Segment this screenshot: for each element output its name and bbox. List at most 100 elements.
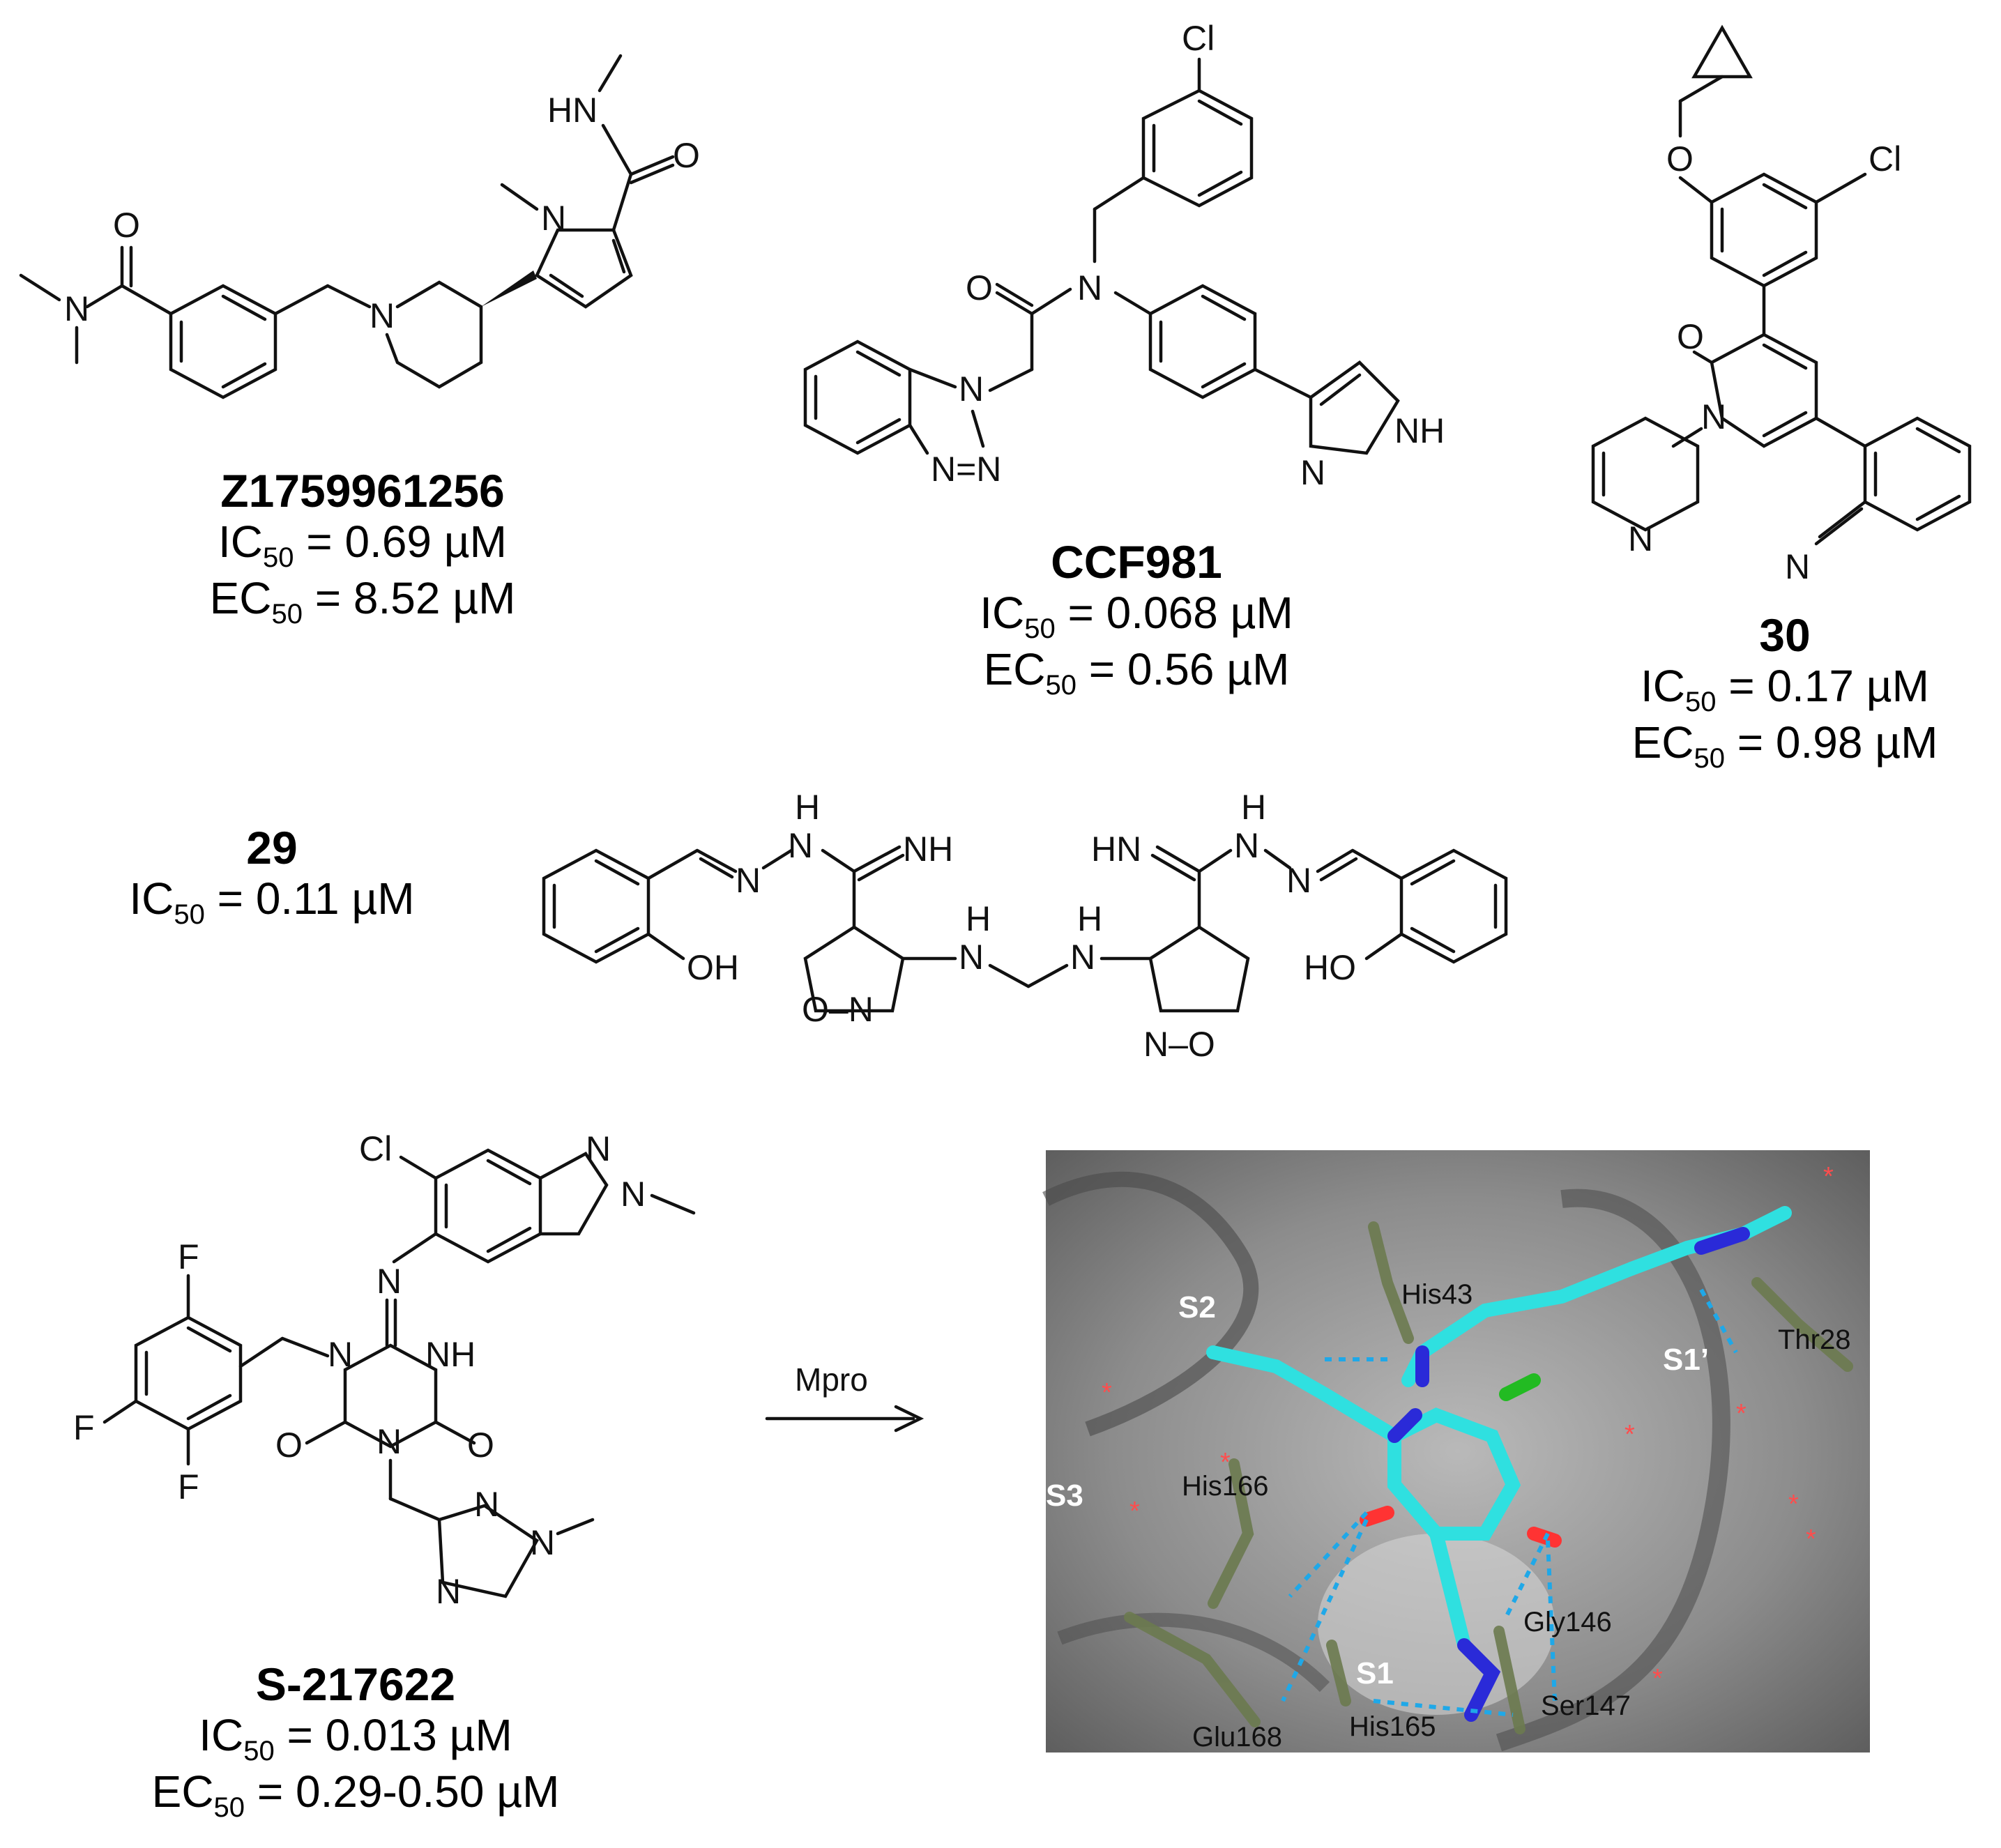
residue-sticks xyxy=(1124,1221,1853,1734)
atom-oh: OH xyxy=(687,948,739,987)
atom-n: N xyxy=(541,199,566,238)
atom-n: N xyxy=(1785,547,1810,586)
site-label-s1: S1 xyxy=(1356,1656,1394,1690)
atom-h: H xyxy=(966,899,991,938)
atom-o: O xyxy=(1666,139,1694,178)
atom-n: N xyxy=(328,1335,353,1374)
svg-text:*: * xyxy=(1652,1664,1663,1693)
structure-30: O Cl O N N N xyxy=(1591,24,1972,586)
atom-o: O xyxy=(673,136,700,175)
atom-nh: NH xyxy=(1394,411,1445,450)
atom-n: N xyxy=(586,1129,611,1168)
atom-n: N xyxy=(1701,397,1726,436)
atom-cl: Cl xyxy=(1869,139,1901,178)
ic50-value: IC50 = 0.068 µM xyxy=(980,587,1293,644)
compound-name: Z1759961256 xyxy=(220,465,505,517)
atom-n: N xyxy=(1077,268,1102,307)
site-label-s1-prime: S1’ xyxy=(1663,1343,1709,1377)
atom-o: O xyxy=(113,206,140,245)
ec50-value: EC50 = 8.52 µM xyxy=(209,572,516,629)
atom-h: H xyxy=(1077,899,1102,938)
ic50-value: IC50 = 0.11 µM xyxy=(129,873,415,930)
atom-f: F xyxy=(178,1237,199,1276)
site-label-s2: S2 xyxy=(1178,1290,1216,1324)
atom-h: H xyxy=(795,788,820,827)
compound-name: 30 xyxy=(1759,609,1811,661)
atom-o: O xyxy=(1677,317,1704,356)
label-29: 29 IC50 = 0.11 µM xyxy=(91,822,453,931)
residue-label-his43: His43 xyxy=(1401,1279,1473,1310)
svg-text:*: * xyxy=(1129,1497,1140,1526)
atom-f: F xyxy=(178,1467,199,1506)
structure-29: OH N N H NH O–N N H N H N–O HN N H xyxy=(542,788,1508,1064)
binding-site-panel: *** *** *** S2 S3 S1 S1’ His43 Thr28 His… xyxy=(1042,1150,1870,1752)
residue-label-ser147: Ser147 xyxy=(1541,1690,1631,1721)
compound-name: CCF981 xyxy=(1051,536,1222,588)
atom-n: N xyxy=(1300,453,1325,492)
structure-s217622: Cl N N N NH N N O O F F F xyxy=(73,1129,696,1611)
label-z1759961256: Z1759961256 IC50 = 0.69 µM EC50 = 8.52 µ… xyxy=(146,465,579,630)
atom-cl: Cl xyxy=(1182,19,1215,58)
ic50-value: IC50 = 0.69 µM xyxy=(218,516,507,573)
residue-label-glu168: Glu168 xyxy=(1192,1722,1282,1752)
atom-n: N xyxy=(959,938,984,977)
atom-o: O xyxy=(966,268,993,307)
atom-n: N xyxy=(376,1262,402,1301)
residue-label-his165: His165 xyxy=(1349,1711,1436,1742)
atom-ho: HO xyxy=(1304,948,1356,987)
residue-label-thr28: Thr28 xyxy=(1778,1324,1851,1355)
atom-n: N xyxy=(1234,826,1259,865)
svg-text:*: * xyxy=(1220,1448,1231,1477)
atom-nh: NH xyxy=(903,830,953,869)
atom-n: N xyxy=(1628,519,1653,558)
atom-hn: HN xyxy=(547,91,598,130)
ic50-value: IC50 = 0.013 µM xyxy=(199,1709,512,1766)
structure-z1759961256: N O N N O HN xyxy=(19,54,700,399)
svg-text:*: * xyxy=(1823,1162,1834,1191)
atom-n: N xyxy=(959,369,984,408)
water-markers: *** *** *** xyxy=(1102,1162,1834,1693)
atom-n: N xyxy=(64,289,89,328)
svg-text:*: * xyxy=(1625,1420,1635,1449)
atom-n-eq-n: N=N xyxy=(931,450,1001,489)
arrow-label: Mpro xyxy=(795,1361,868,1398)
svg-text:*: * xyxy=(1736,1399,1747,1428)
label-s217622: S-217622 IC50 = 0.013 µM EC50 = 0.29-0.5… xyxy=(139,1658,572,1824)
atom-f: F xyxy=(73,1408,95,1447)
residue-label-his166: His166 xyxy=(1182,1471,1269,1502)
ec50-value: EC50 = 0.29-0.50 µM xyxy=(151,1766,560,1823)
atom-n: N xyxy=(370,296,395,335)
reaction-arrow: Mpro xyxy=(765,1361,925,1433)
compound-name: S-217622 xyxy=(255,1658,456,1710)
atom-o: O xyxy=(467,1426,494,1465)
svg-text:*: * xyxy=(1102,1378,1112,1407)
atom-n: N xyxy=(474,1485,499,1524)
atom-o-n: O–N xyxy=(802,990,874,1029)
atom-n: N xyxy=(530,1523,555,1562)
ec50-value: EC50 = 0.98 µM xyxy=(1631,717,1938,774)
atom-nh: NH xyxy=(425,1335,475,1374)
label-ccf981: CCF981 IC50 = 0.068 µM EC50 = 0.56 µM xyxy=(927,536,1346,701)
label-30: 30 IC50 = 0.17 µM EC50 = 0.98 µM xyxy=(1604,609,1966,774)
residue-label-gly146: Gly146 xyxy=(1523,1607,1612,1637)
compound-name: 29 xyxy=(246,822,298,873)
ic50-value: IC50 = 0.17 µM xyxy=(1641,660,1929,717)
atom-n: N xyxy=(736,861,761,900)
atom-h: H xyxy=(1241,788,1266,827)
atom-n: N xyxy=(621,1175,646,1214)
atom-n-o: N–O xyxy=(1143,1025,1215,1064)
svg-text:*: * xyxy=(1806,1525,1816,1554)
atom-n: N xyxy=(376,1422,402,1461)
ligand-sticks xyxy=(1206,1206,1792,1722)
atom-n: N xyxy=(788,826,813,865)
atom-hn: HN xyxy=(1091,830,1141,869)
atom-cl: Cl xyxy=(359,1129,392,1168)
atom-n: N xyxy=(436,1572,461,1611)
hbond-lines xyxy=(1281,1288,1738,1717)
ec50-value: EC50 = 0.56 µM xyxy=(983,643,1290,701)
site-label-s3: S3 xyxy=(1046,1479,1083,1513)
atom-n: N xyxy=(1286,861,1311,900)
atom-o: O xyxy=(275,1426,303,1465)
structure-ccf981: Cl N O N N=N NH N xyxy=(803,19,1445,492)
